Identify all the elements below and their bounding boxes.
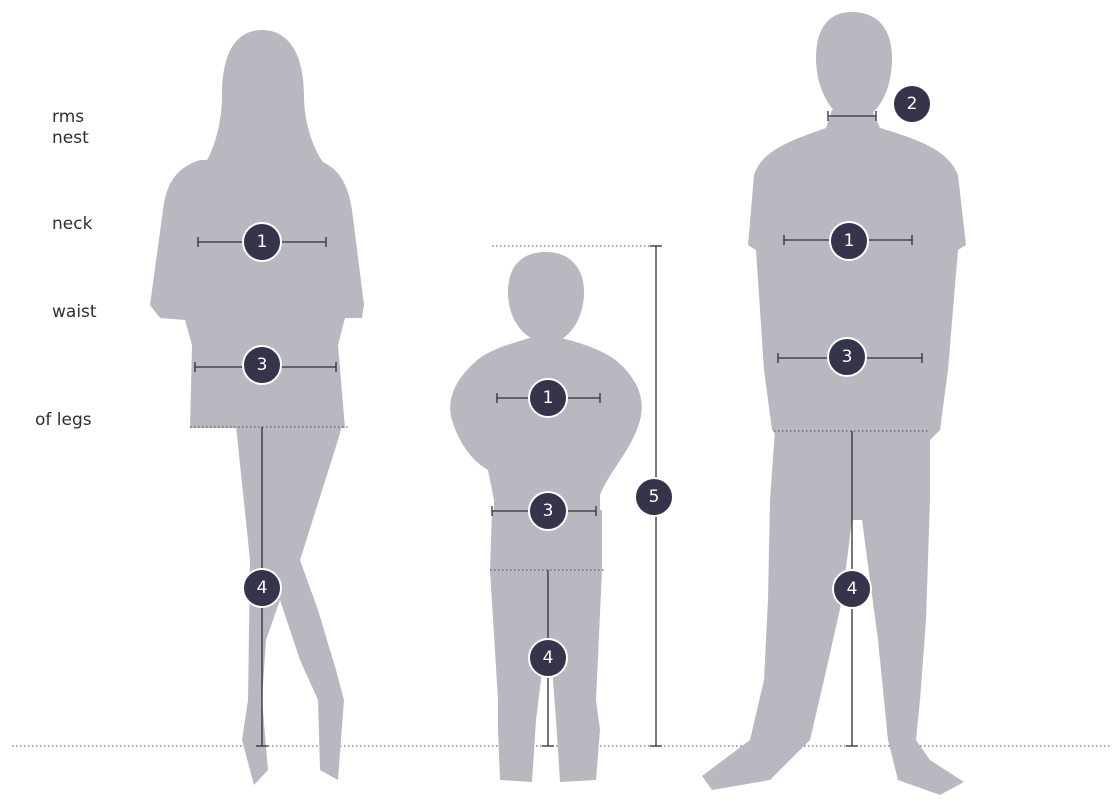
man-chest-badge: 1 (830, 222, 868, 260)
child-height-badge: 5 (635, 478, 673, 516)
svg-text:1: 1 (844, 231, 855, 251)
svg-text:4: 4 (257, 578, 268, 598)
woman-chest-badge: 1 (243, 223, 281, 261)
svg-text:1: 1 (543, 388, 554, 408)
man-silhouette (702, 12, 966, 795)
child-legs-badge: 4 (529, 639, 567, 677)
woman-waist-badge: 3 (243, 346, 281, 384)
child-waist-badge: 3 (529, 492, 567, 530)
svg-text:5: 5 (649, 487, 660, 507)
man-legs-badge: 4 (833, 570, 871, 608)
child-chest-badge: 1 (529, 379, 567, 417)
svg-text:1: 1 (257, 232, 268, 252)
svg-text:3: 3 (257, 355, 268, 375)
svg-text:3: 3 (842, 347, 853, 367)
woman-legs-badge: 4 (243, 569, 281, 607)
svg-text:4: 4 (847, 579, 858, 599)
man-waist-badge: 3 (828, 338, 866, 376)
man-neck-badge: 2 (893, 85, 931, 123)
svg-text:2: 2 (907, 94, 918, 114)
svg-text:4: 4 (543, 648, 554, 668)
woman-silhouette (150, 30, 364, 785)
svg-text:3: 3 (543, 501, 554, 521)
